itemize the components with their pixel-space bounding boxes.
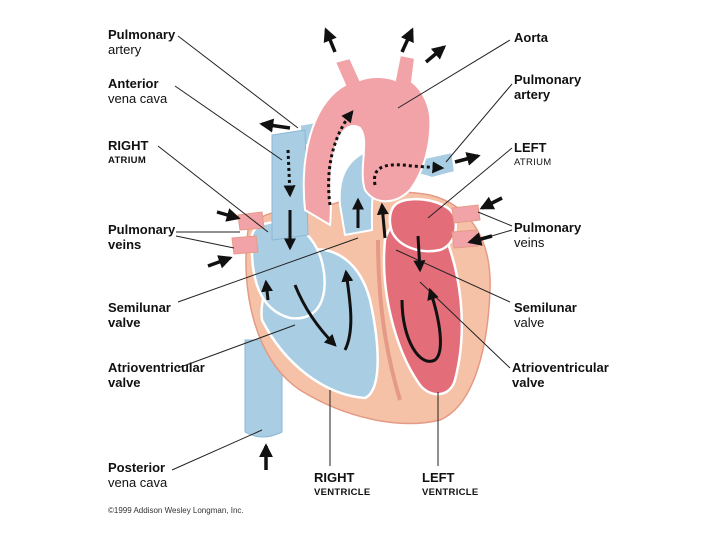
label-pulmonary-veins-right: Pulmonary veins (514, 220, 582, 250)
septum (376, 239, 402, 401)
copyright-notice: ©1999 Addison Wesley Longman, Inc. (108, 506, 244, 515)
label-pulmonary-artery-left: Pulmonary artery (108, 27, 176, 57)
external-flow-arrows (207, 27, 503, 470)
aorta-shape (302, 53, 432, 227)
pulmonary-vein-right-2 (451, 229, 479, 249)
label-pulmonary-artery-right: Pulmonary artery (514, 72, 582, 102)
label-pulmonary-veins-left: Pulmonary veins (108, 222, 176, 252)
posterior-vena-cava-shape (244, 339, 283, 438)
pulmonary-vein-left-1 (237, 211, 265, 231)
label-av-valve-right: Atrioventricular valve (512, 360, 609, 390)
left-atrium-chamber (388, 197, 457, 253)
label-semilunar-valve-right: Semilunar valve (514, 300, 577, 330)
label-anterior-vena-cava: Anterior vena cava (108, 76, 168, 106)
label-left-atrium: LEFT ATRIUM (514, 140, 552, 168)
internal-flow-arrows (261, 110, 445, 363)
label-semilunar-valve-left: Semilunar valve (108, 300, 171, 330)
leader-lines (157, 35, 513, 471)
label-right-atrium: RIGHT ATRIUM (108, 138, 149, 166)
label-right-ventricle: RIGHT VENTRICLE (314, 470, 371, 498)
label-aorta: Aorta (514, 30, 548, 45)
label-av-valve-left: Atrioventricular valve (108, 360, 205, 390)
pulmonary-vein-left-2 (231, 235, 259, 255)
label-posterior-vena-cava: Posterior vena cava (108, 460, 168, 490)
anterior-vena-cava-shape (271, 129, 309, 241)
label-left-ventricle: LEFT VENTRICLE (422, 470, 479, 498)
pulmonary-vein-right-1 (451, 204, 481, 224)
